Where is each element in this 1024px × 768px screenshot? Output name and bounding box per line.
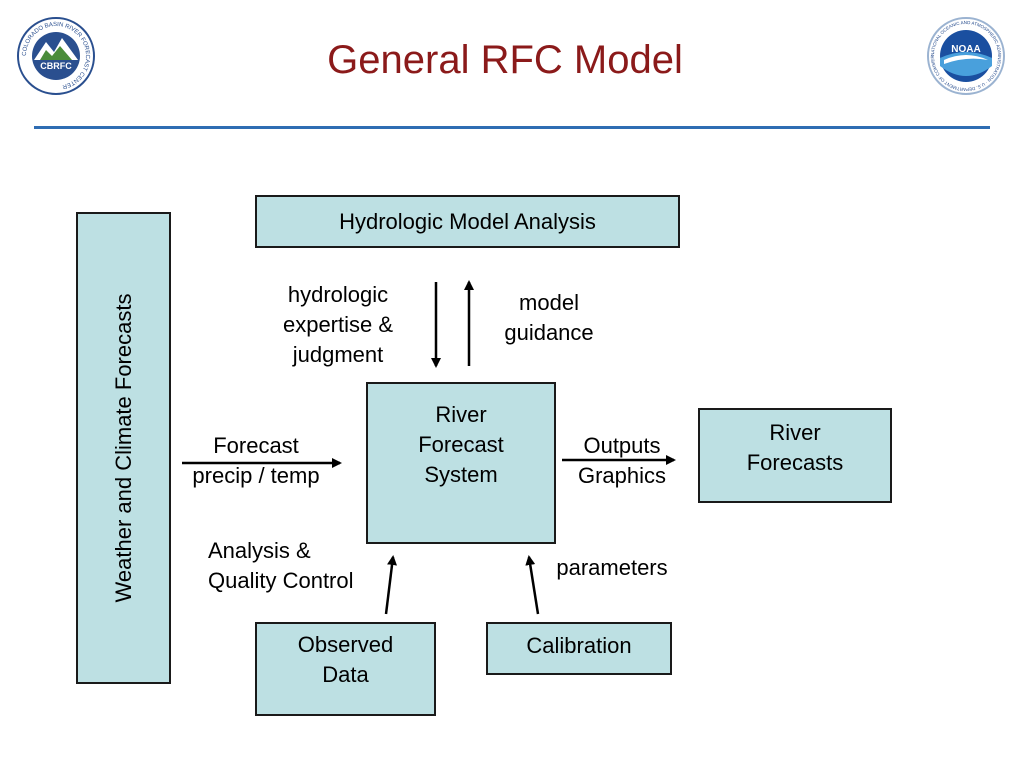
calibration-arrow [525, 555, 540, 615]
rfs-line: System [424, 462, 498, 487]
observed-data-box: Observed Data [255, 622, 436, 716]
calibration-label: Calibration [526, 633, 632, 658]
observed-data-line: Data [322, 662, 369, 687]
river-forecasts-line: Forecasts [746, 450, 844, 475]
river-forecasts-box: River Forecasts [698, 408, 892, 503]
rfs-line: Forecast [418, 432, 504, 457]
weather-climate-box: Weather and Climate Forecasts [76, 212, 171, 684]
rfs-line: River [435, 402, 487, 427]
observed-data-arrow [384, 555, 397, 615]
river-forecast-system-box: River Forecast System [366, 382, 556, 544]
noaa-logo-text: NOAA [951, 44, 980, 55]
observed-data-line: Observed [297, 632, 394, 657]
calibration-box: Calibration [486, 622, 672, 675]
hydrologic-model-analysis-label: Hydrologic Model Analysis [339, 209, 596, 234]
hydrologic-model-analysis-box: Hydrologic Model Analysis [255, 195, 680, 248]
cbrfc-logo-text: CBRFC [40, 61, 72, 71]
page-title: General RFC Model [327, 38, 683, 82]
forecast-precip-label: Forecast precip / temp [192, 433, 320, 488]
hydrologic-expertise-label: hydrologic expertise & judgment [282, 282, 394, 367]
model-guidance-label: model guidance [504, 290, 594, 345]
river-forecasts-line: River [769, 420, 821, 445]
cbrfc-logo: CBRFC COLORADO BASIN RIVER FORECAST CENT… [16, 16, 96, 96]
analysis-qc-label: Analysis & Quality Control [208, 538, 354, 593]
title-divider [34, 126, 990, 129]
noaa-logo: NOAA NATIONAL OCEANIC AND ATMOSPHERIC AD… [924, 12, 1006, 96]
parameters-label: parameters [556, 555, 668, 580]
outputs-graphics-label: Outputs Graphics [577, 433, 667, 488]
